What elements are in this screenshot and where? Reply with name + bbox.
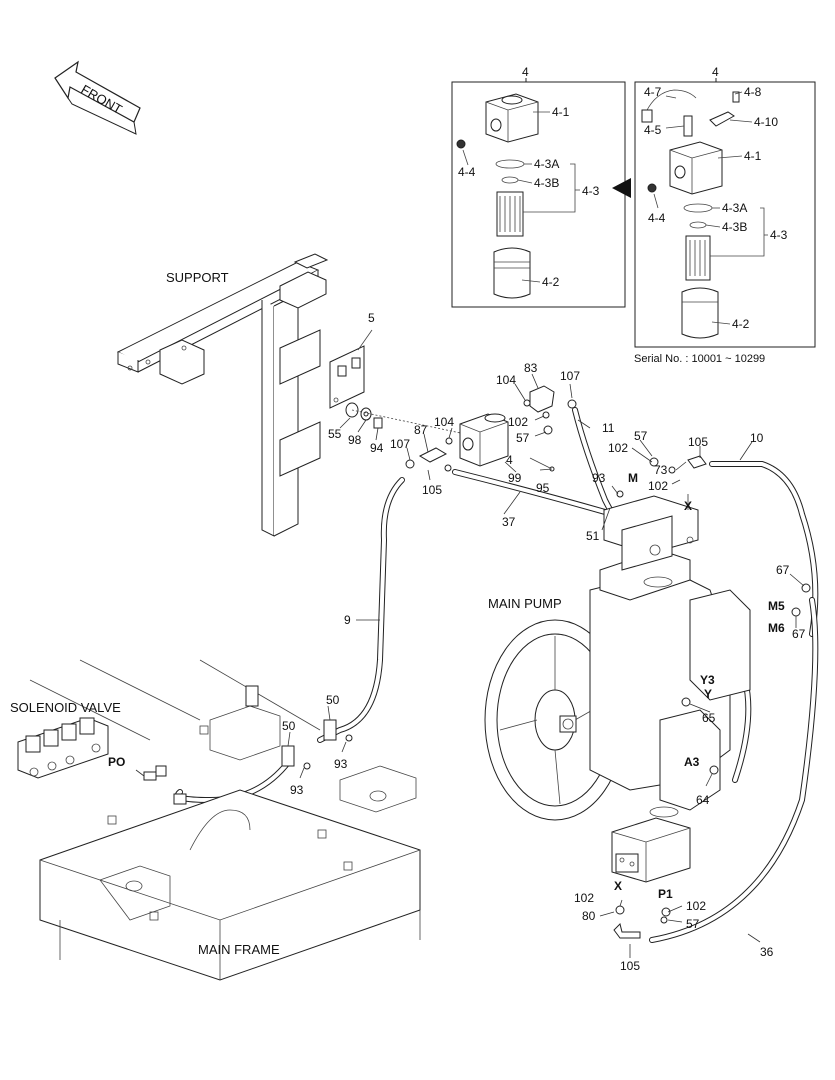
port-x-bottom: X	[614, 879, 622, 893]
leader-lines	[135, 373, 805, 958]
part-4: 4	[506, 453, 513, 467]
inset-left-4-4: 4-4	[458, 165, 476, 179]
inset-right-4-3: 4-3	[770, 228, 788, 242]
main-pump-label: MAIN PUMP	[488, 596, 562, 611]
part-94: 94	[370, 441, 384, 455]
inset-left-4-1: 4-1	[552, 105, 570, 119]
part-99: 99	[508, 471, 522, 485]
inset-right-4-3b: 4-3B	[722, 220, 747, 234]
part-102-e: 102	[686, 899, 706, 913]
port-x-top: X	[684, 499, 692, 513]
inset-left-4-3: 4-3	[582, 184, 600, 198]
inset-right-4-3a: 4-3A	[722, 201, 747, 215]
reference-arrow-icon	[612, 178, 631, 198]
part-87: 87	[414, 423, 428, 437]
port-p1: P1	[658, 887, 673, 901]
part-107-b: 107	[390, 437, 410, 451]
inset-left-4-3b: 4-3B	[534, 176, 559, 190]
part-67-b: 67	[792, 627, 806, 641]
inset-left-4-3a: 4-3A	[534, 157, 559, 171]
line-filter-head	[459, 413, 509, 467]
inset-left-title: 4	[522, 65, 529, 79]
part-93-b: 93	[334, 757, 348, 771]
inset-left-4-2: 4-2	[542, 275, 560, 289]
support-label: SUPPORT	[166, 270, 229, 285]
valve-block-lower	[611, 806, 691, 883]
port-y3: Y3	[700, 673, 715, 687]
inset-right-4-5: 4-5	[644, 123, 662, 137]
part-102-d: 102	[574, 891, 594, 905]
part-80: 80	[582, 909, 596, 923]
inset-right-filter	[641, 89, 768, 339]
part-5: 5	[368, 311, 375, 325]
inset-right-serial: Serial No. : 10001 ~ 10299	[634, 353, 765, 365]
part-57-b: 57	[634, 429, 648, 443]
port-m: M	[628, 471, 638, 485]
port-a3: A3	[684, 755, 700, 769]
part-11: 11	[602, 421, 615, 435]
part-95: 95	[536, 481, 550, 495]
valve-block-upper	[603, 495, 699, 588]
part-105-b: 105	[688, 435, 708, 449]
part-93-a: 93	[592, 471, 606, 485]
inset-right-title: 4	[712, 65, 719, 79]
part-102-b: 102	[608, 441, 628, 455]
part-65: 65	[702, 711, 716, 725]
part-104-b: 104	[434, 415, 454, 429]
part-57-a: 57	[516, 431, 530, 445]
part-107-a: 107	[560, 369, 580, 383]
part-83: 83	[524, 361, 538, 375]
solenoid-valve	[17, 717, 109, 779]
part-51: 51	[586, 529, 600, 543]
inset-right-4-4: 4-4	[648, 211, 666, 225]
solenoid-valve-label: SOLENOID VALVE	[10, 700, 121, 715]
part-93-c: 93	[290, 783, 304, 797]
part-102-c: 102	[648, 479, 668, 493]
part-64: 64	[696, 793, 710, 807]
part-9: 9	[344, 613, 351, 627]
inset-right-4-7: 4-7	[644, 85, 662, 99]
port-m6: M6	[768, 621, 785, 635]
part-37: 37	[502, 515, 516, 529]
part-105-c: 105	[620, 959, 640, 973]
port-po: PO	[108, 755, 125, 769]
main-frame-label: MAIN FRAME	[198, 942, 280, 957]
inset-right-4-1: 4-1	[744, 149, 762, 163]
inset-right-4-2: 4-2	[732, 317, 750, 331]
mounting-plate	[329, 329, 373, 409]
main-frame	[29, 659, 421, 981]
part-104-a: 104	[496, 373, 516, 387]
part-73: 73	[654, 463, 668, 477]
front-arrow: FRONT	[54, 60, 141, 135]
part-102-a: 102	[508, 415, 528, 429]
inset-right-box	[634, 81, 816, 348]
inset-left-filter	[456, 93, 580, 299]
part-10: 10	[750, 431, 764, 445]
part-55: 55	[328, 427, 342, 441]
port-m5: M5	[768, 599, 785, 613]
inset-right-4-8: 4-8	[744, 85, 762, 99]
part-105-a: 105	[422, 483, 442, 497]
part-50-b: 50	[282, 719, 296, 733]
support-bracket	[116, 253, 329, 537]
part-98: 98	[348, 433, 362, 447]
part-36: 36	[760, 945, 774, 959]
part-57-c: 57	[686, 917, 700, 931]
inset-right-4-10: 4-10	[754, 115, 778, 129]
part-67-a: 67	[776, 563, 790, 577]
part-50-a: 50	[326, 693, 340, 707]
port-y: Y	[704, 687, 712, 701]
